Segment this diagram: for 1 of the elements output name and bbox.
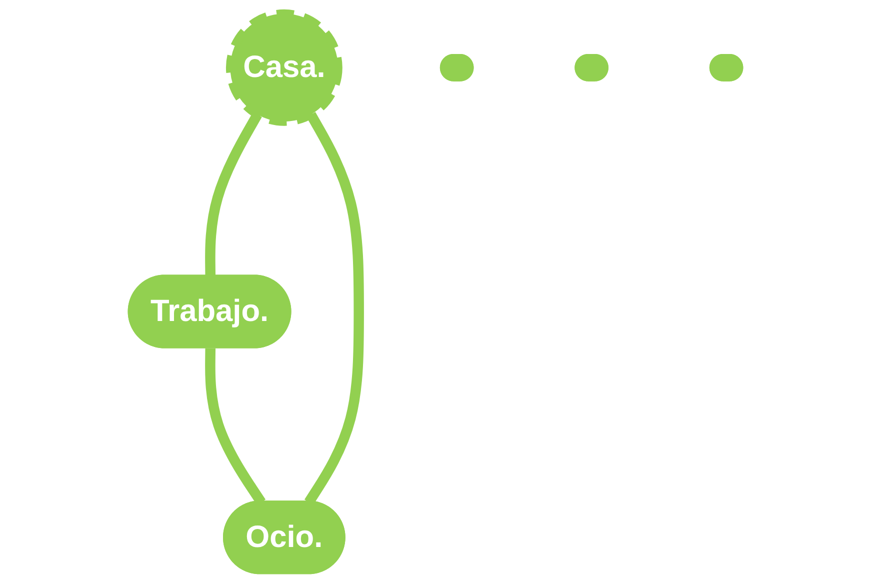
node-circle: Casa. bbox=[226, 9, 342, 126]
